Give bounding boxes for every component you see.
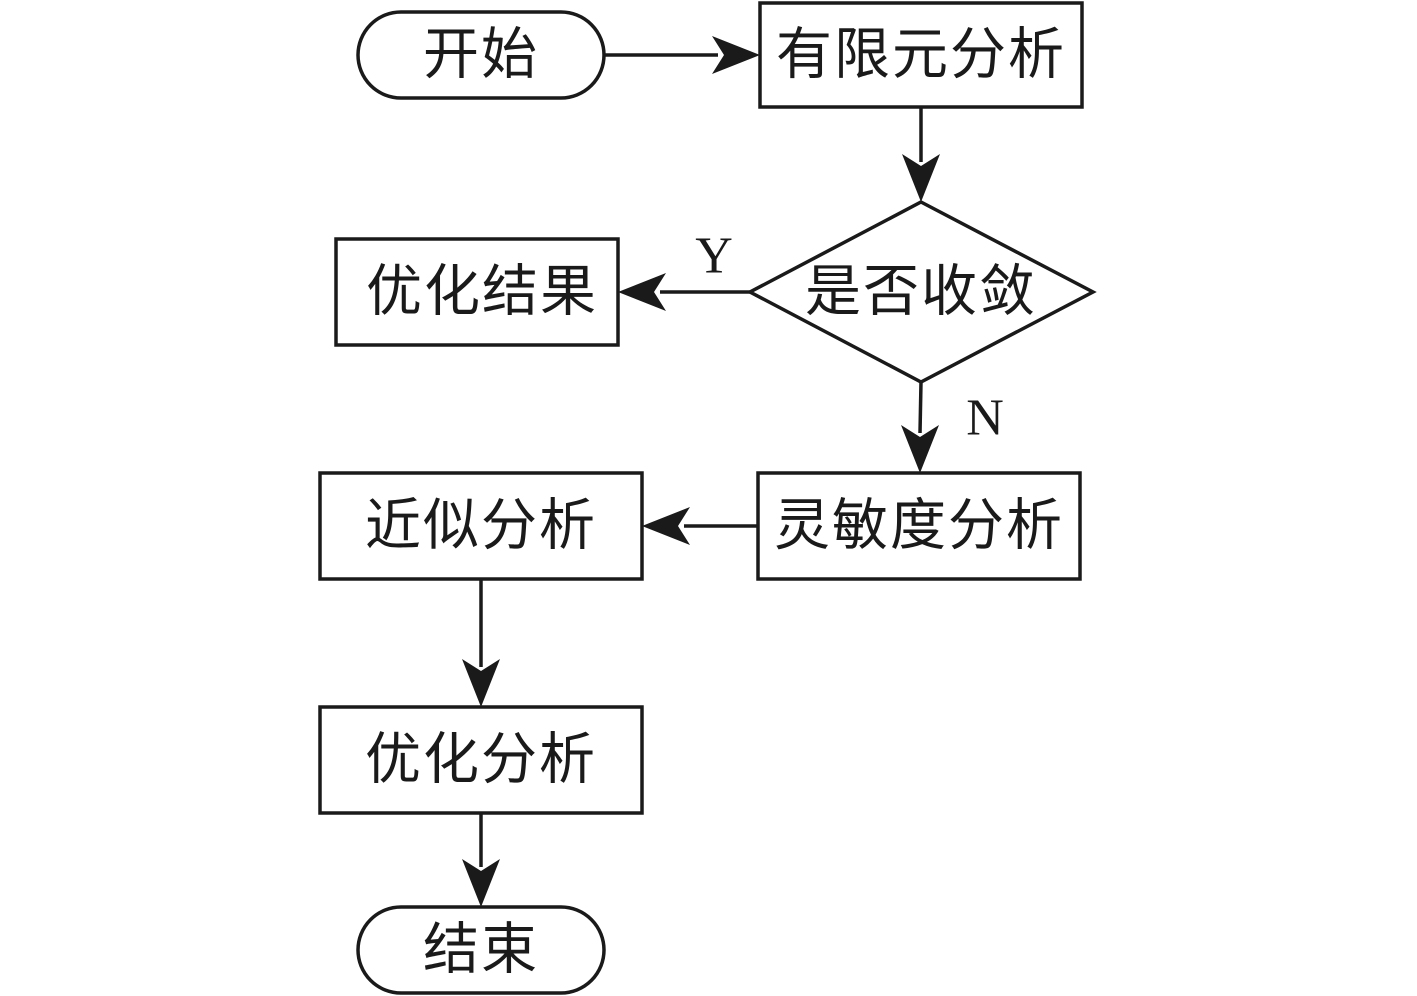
converge-label: 是否收敛: [805, 260, 1037, 325]
end-label: 结束: [423, 918, 539, 983]
arrowhead-down-icon: [462, 859, 500, 907]
arrowhead-left-icon: [618, 273, 666, 311]
arrowhead-left-icon: [642, 507, 690, 545]
approx-label: 近似分析: [365, 494, 597, 559]
optimize-label: 优化分析: [365, 728, 597, 793]
arrowhead-down-icon: [462, 659, 500, 707]
edge-approx-to-optimize: [462, 579, 500, 707]
yes-label: Y: [695, 228, 733, 285]
fea-node: 有限元分析: [758, 1, 1084, 109]
result-label: 优化结果: [366, 260, 598, 325]
edge-sensitivity-to-approx: [642, 507, 758, 545]
converge-decision-node: 是否收敛: [746, 200, 1097, 384]
start-label: 开始: [423, 23, 539, 88]
edge-decision-to-sensitivity: N: [901, 381, 1004, 473]
no-label: N: [966, 390, 1004, 447]
approx-node: 近似分析: [318, 471, 644, 581]
fea-label: 有限元分析: [776, 23, 1066, 88]
edge-start-to-fea: [604, 36, 760, 74]
end-node: 结束: [356, 905, 606, 995]
sensitivity-node: 灵敏度分析: [756, 471, 1082, 581]
sensitivity-label: 灵敏度分析: [774, 494, 1064, 559]
arrowhead-down-icon: [901, 425, 939, 473]
arrowhead-right-icon: [712, 36, 760, 74]
arrowhead-down-icon: [902, 154, 940, 202]
edge-decision-to-result: Y: [618, 228, 750, 311]
optimize-node: 优化分析: [318, 705, 644, 815]
edge-fea-to-decision: [902, 107, 940, 202]
edge-optimize-to-end: [462, 813, 500, 907]
result-node: 优化结果: [334, 237, 620, 347]
start-node: 开始: [356, 10, 606, 100]
